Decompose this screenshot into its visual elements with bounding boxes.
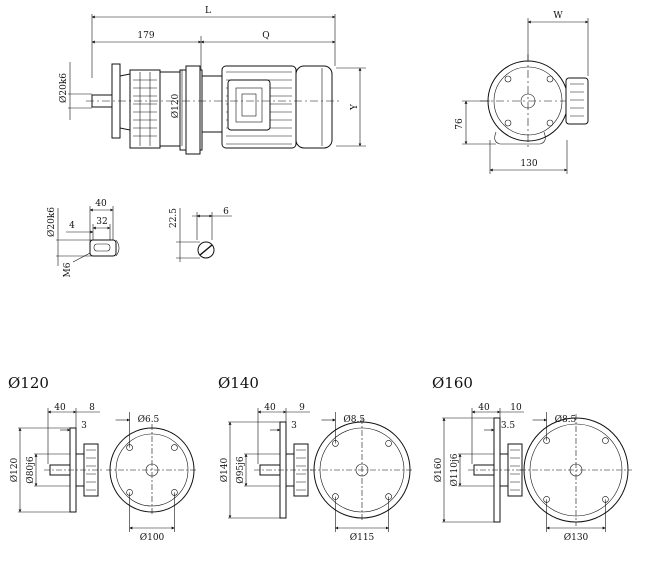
dim-shaft-4: 4 bbox=[69, 221, 75, 231]
flange-variant-2: Ø140 bbox=[218, 374, 414, 532]
dim-key-22-5: 22.5 bbox=[169, 208, 179, 228]
housing-fins bbox=[86, 449, 96, 491]
bolt-hole bbox=[602, 437, 609, 444]
gearmotor-side-view: L 179 Q Ø20k6 Ø120 bbox=[58, 6, 366, 155]
dim-shaft-diameter-detail: Ø20k6 bbox=[46, 207, 57, 237]
dim-outer-diameter: Ø140 bbox=[219, 457, 230, 482]
dim-spigot-diameter: Ø110j6 bbox=[449, 453, 460, 486]
dim-hole-diameter: Ø8.5 bbox=[555, 414, 577, 425]
dim-shaft-40: 40 bbox=[95, 199, 107, 209]
dim-M6: M6 bbox=[63, 262, 73, 277]
flange-variant-1: Ø120 bbox=[8, 374, 198, 532]
dim-hole-diameter: Ø8.5 bbox=[343, 414, 365, 425]
dim-130: 130 bbox=[520, 159, 537, 169]
dim-W: W bbox=[553, 11, 563, 21]
dim-40: 40 bbox=[54, 403, 66, 413]
dim-pcd: Ø130 bbox=[564, 532, 589, 543]
housing-fins bbox=[296, 449, 306, 491]
dim-179: 179 bbox=[137, 31, 154, 41]
housing-fins bbox=[510, 449, 520, 491]
dim-spigot: 3.5 bbox=[501, 421, 516, 431]
dim-Q: Q bbox=[262, 31, 269, 41]
gearmotor-end-view: W 76 130 bbox=[455, 11, 589, 174]
dim-outer-diameter: Ø120 bbox=[9, 457, 20, 482]
variant-header: Ø120 bbox=[8, 374, 49, 392]
dim-shaft-32: 32 bbox=[96, 217, 107, 227]
dim-Y: Y bbox=[350, 103, 360, 111]
dim-76: 76 bbox=[455, 118, 465, 130]
flange-variant-3: Ø160 bbox=[432, 374, 632, 532]
dim-flange-thickness: 10 bbox=[510, 403, 522, 413]
dim-pcd: Ø115 bbox=[350, 532, 375, 543]
variant-header: Ø160 bbox=[432, 374, 473, 392]
variant-header: Ø140 bbox=[218, 374, 259, 392]
dim-40: 40 bbox=[264, 403, 276, 413]
dim-pcd: Ø100 bbox=[140, 532, 165, 543]
dim-spigot-diameter: Ø80j6 bbox=[25, 456, 36, 484]
dim-spigot-diameter: Ø95j6 bbox=[235, 456, 246, 484]
dim-flange-120: Ø120 bbox=[170, 93, 181, 118]
dim-hole-diameter: Ø6.5 bbox=[138, 414, 160, 425]
shaft-detail: 40 32 4 Ø20k6 M6 6 22.5 bbox=[46, 199, 232, 277]
dim-spigot: 3 bbox=[81, 421, 87, 431]
dim-outer-diameter: Ø160 bbox=[433, 457, 444, 482]
dim-40: 40 bbox=[478, 403, 490, 413]
dim-L: L bbox=[205, 6, 211, 16]
bolt-hole bbox=[385, 440, 392, 447]
dim-flange-thickness: 9 bbox=[299, 403, 305, 413]
dim-flange-thickness: 8 bbox=[89, 403, 95, 413]
bolt-hole bbox=[171, 444, 178, 451]
dim-spigot: 3 bbox=[291, 421, 297, 431]
dim-key-6: 6 bbox=[223, 207, 229, 217]
dim-shaft-diameter: Ø20k6 bbox=[58, 73, 69, 103]
